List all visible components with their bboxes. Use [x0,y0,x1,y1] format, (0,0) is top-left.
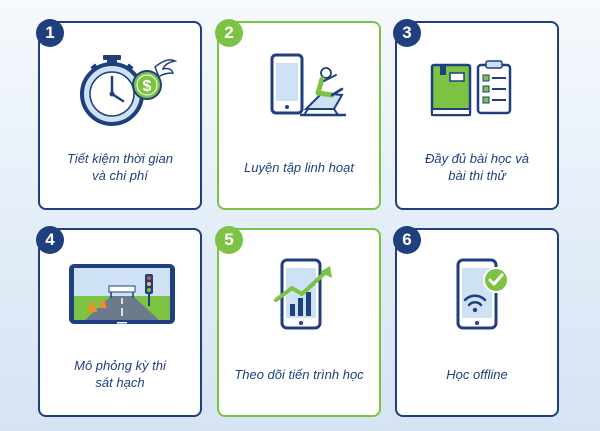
feature-card-5: 5 Theo dõi tiến trình học [215,226,381,417]
phone-relax-icon [270,53,346,117]
feature-label: Tiết kiệm thời gian và chi phí [66,151,173,183]
feature-label: Luyện tập linh hoạt [244,159,354,175]
feature-label: Đầy đủ bài học và bài thi thử [424,151,530,183]
feature-label: Học offline [446,366,508,382]
feature-card-1: 1 $ Tiết kiệm thời gian và chi phí [36,19,202,210]
feature-number-badge: 1 [36,19,64,47]
feature-card-3: 3 Đầy đủ bài học và bài thi thử [393,19,559,210]
driving-simulation-icon [69,264,175,324]
stopwatch-money-icon: $ [80,55,177,126]
book-checklist-icon [430,60,512,117]
feature-label: Theo dõi tiến trình học [234,366,364,382]
feature-card-4: 4 Mô phỏng kỳ thi sát hạch [36,226,202,417]
feature-number-badge: 6 [393,226,421,254]
phone-wifi-check-icon [456,258,509,330]
feature-number-badge: 5 [215,226,243,254]
feature-card-6: 6 Học offline [393,226,559,417]
feature-number-badge: 4 [36,226,64,254]
feature-card-2: 2 Luyện tập linh hoạt [215,19,381,210]
feature-number-badge: 3 [393,19,421,47]
feature-label: Mô phỏng kỳ thi sát hạch [74,358,166,390]
svg-text:$: $ [143,78,152,95]
phone-progress-chart-icon [274,258,332,330]
feature-number-badge: 2 [215,19,243,47]
